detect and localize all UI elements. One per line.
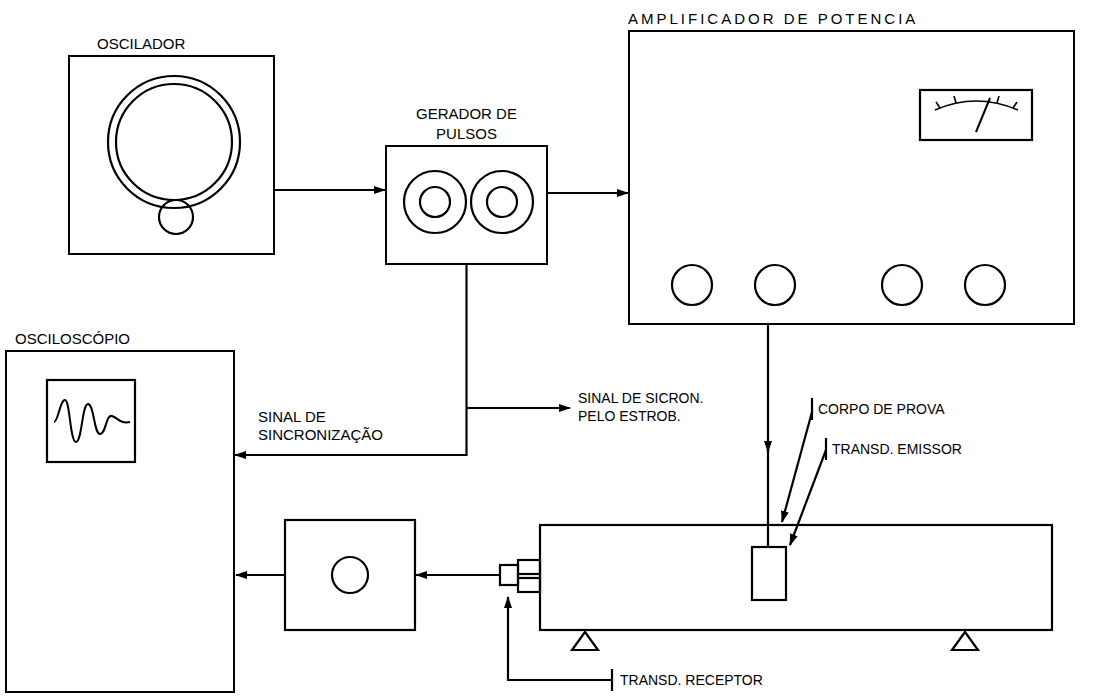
receptor-transducer — [500, 565, 518, 585]
oscilloscope-box: OSCILOSCÓPIO — [5, 350, 235, 693]
signal-wire — [416, 574, 500, 576]
connector-label: SINAL DE SINCRONIZAÇÃO — [258, 408, 390, 444]
strobe-sync-wire — [467, 407, 571, 409]
callout-label: CORPO DE PROVA — [818, 400, 958, 418]
callout-label: TRANSD. RECEPTOR — [620, 671, 790, 689]
panel-details — [7, 352, 233, 691]
test-bar — [540, 525, 1052, 630]
panel-details — [630, 32, 1073, 323]
signal-connector — [275, 189, 385, 191]
panel-details — [387, 147, 546, 263]
signal-connector — [548, 192, 628, 194]
oscillator-box: OSCILADOR — [68, 55, 275, 255]
leader-line — [790, 450, 826, 545]
device-title: GERADOR DE PULSOS — [405, 104, 529, 144]
panel-details — [70, 57, 273, 253]
signal-connector — [235, 265, 467, 455]
receptor-transducer — [518, 560, 540, 574]
device-title: AMPLIFICADOR DE POTENCIA — [628, 9, 918, 29]
leader-line — [508, 597, 612, 680]
drive-wire — [767, 450, 769, 547]
power-amplifier-box: AMPLIFICADOR DE POTENCIA — [628, 30, 1075, 325]
emitter-transducer — [752, 547, 786, 600]
preamplifier-box — [285, 520, 415, 630]
knob — [332, 557, 368, 593]
receptor-transducer — [518, 578, 540, 592]
device-title: OSCILADOR — [97, 34, 185, 54]
support — [952, 632, 978, 650]
callout-label: TRANSD. EMISSOR — [832, 440, 982, 458]
drive-wire — [767, 325, 769, 452]
device-title: OSCILOSCÓPIO — [15, 329, 130, 349]
leader-tick — [825, 438, 827, 460]
leader-line — [782, 412, 812, 522]
signal-label: SINAL DE SICRON. PELO ESTROB. — [578, 389, 718, 425]
pulse-generator-box: GERADOR DE PULSOS — [385, 145, 548, 265]
support — [572, 632, 598, 650]
signal-wire — [236, 574, 285, 576]
